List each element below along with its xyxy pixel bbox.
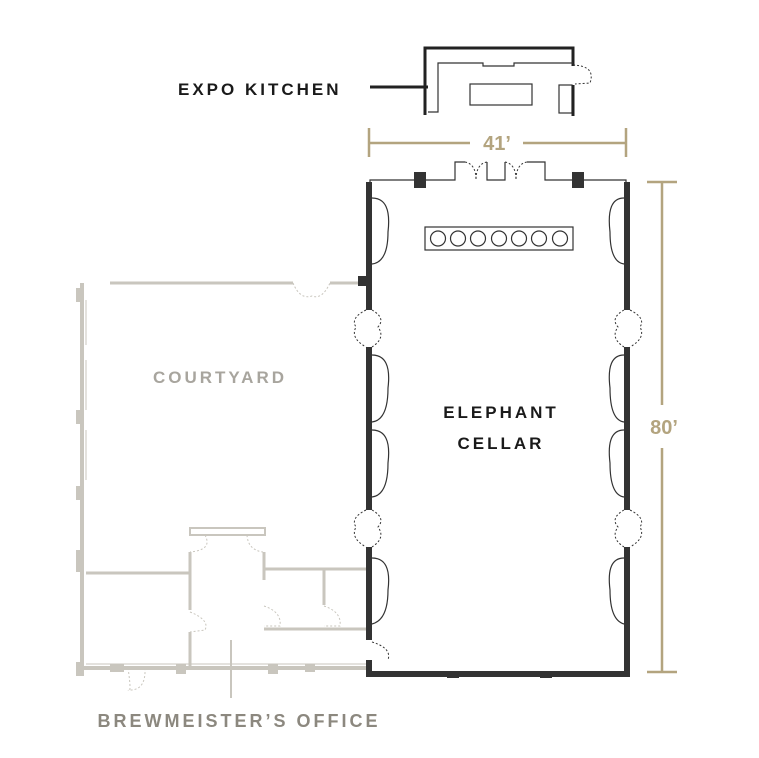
fermentation-tanks	[424, 226, 574, 251]
elephant-cellar-label-line2: CELLAR	[458, 434, 545, 453]
elephant-cellar-label-line1: ELEPHANT	[443, 403, 559, 422]
width-dimension	[367, 128, 628, 157]
length-dimension	[647, 180, 677, 674]
width-dimension-label: 41’	[483, 133, 511, 155]
brewmeisters-office-label: BREWMEISTER’S OFFICE	[97, 711, 380, 731]
courtyard-label: COURTYARD	[153, 368, 287, 387]
cellar-booths	[371, 197, 625, 625]
length-dimension-label: 80’	[650, 417, 678, 439]
expo-kitchen-walls	[370, 46, 592, 116]
courtyard-walls	[76, 281, 366, 698]
expo-kitchen-label: EXPO KITCHEN	[178, 80, 342, 99]
elephant-cellar-walls	[353, 161, 643, 678]
